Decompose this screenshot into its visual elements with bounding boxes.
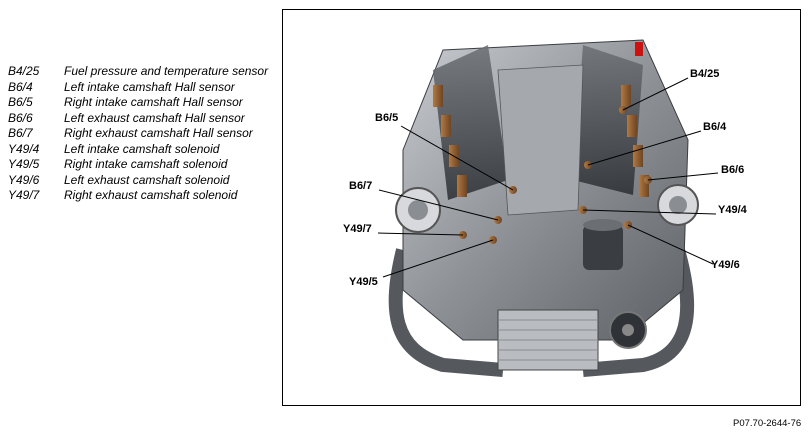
engine-figure: B4/25 B6/5 B6/4 B6/6 B6/7 Y49/4 Y49/7 Y4…	[282, 9, 801, 406]
leader-b6-7	[378, 189, 499, 221]
legend-code: Y49/5	[8, 157, 40, 171]
callout-y49-6: Y49/6	[711, 259, 740, 271]
callout-b6-6: B6/6	[721, 164, 745, 176]
legend-row: B6/5 Right intake camshaft Hall sensor	[8, 95, 269, 111]
legend-row: Y49/6 Left exhaust camshaft solenoid	[8, 173, 269, 189]
figure-id: P07.70-2644-76	[733, 418, 802, 429]
engine-illustration	[377, 39, 719, 377]
legend-description: Right exhaust camshaft solenoid	[64, 188, 238, 202]
legend-code: B6/5	[8, 95, 33, 109]
legend-description: Left intake camshaft solenoid	[64, 141, 220, 156]
legend-row: B6/7 Right exhaust camshaft Hall sensor	[8, 126, 269, 142]
callout-b6-4: B6/4	[703, 121, 727, 133]
right-cylinder-head	[573, 45, 643, 195]
legend-code: B6/6	[8, 110, 33, 125]
legend-code: Y49/6	[8, 172, 40, 187]
legend-description: Left exhaust camshaft Hall sensor	[64, 110, 245, 125]
legend-code: Y49/7	[8, 188, 40, 202]
legend-row: B6/6 Left exhaust camshaft Hall sensor	[8, 111, 269, 127]
legend-row: Y49/7 Right exhaust camshaft solenoid	[8, 188, 269, 204]
leader-y49-4	[582, 209, 717, 215]
oil-filler-cap	[635, 42, 643, 56]
legend-description: Left intake camshaft Hall sensor	[64, 79, 235, 94]
callout-b6-5: B6/5	[375, 112, 399, 124]
callout-y49-7: Y49/7	[343, 223, 372, 235]
right-injector-row	[621, 85, 649, 197]
legend-description: Right exhaust camshaft Hall sensor	[64, 126, 253, 140]
oil-filter	[583, 225, 623, 270]
callout-y49-4: Y49/4	[718, 204, 747, 216]
intake-valley	[497, 64, 584, 216]
leader-y49-7	[377, 232, 464, 236]
callout-b6-7: B6/7	[349, 180, 373, 192]
legend-code: Y49/4	[8, 141, 40, 156]
legend-description: Right intake camshaft solenoid	[64, 157, 228, 171]
legend-code: B6/7	[8, 126, 33, 140]
legend-row: Y49/4 Left intake camshaft solenoid	[8, 142, 269, 158]
leader-b4-25	[622, 77, 689, 111]
leader-b6-6	[647, 172, 719, 181]
legend-row: Y49/5 Right intake camshaft solenoid	[8, 157, 269, 173]
legend-description: Fuel pressure and temperature sensor	[64, 64, 269, 78]
legend-row: B6/4 Left intake camshaft Hall sensor	[8, 80, 269, 96]
legend-code: B4/25	[8, 64, 40, 78]
legend-description: Left exhaust camshaft solenoid	[64, 172, 230, 187]
callout-b4-25: B4/25	[690, 68, 720, 80]
leader-y49-6	[627, 224, 714, 265]
legend-description: Right intake camshaft Hall sensor	[64, 95, 243, 109]
legend-code: B6/4	[8, 79, 33, 94]
legend: B4/25 Fuel pressure and temperature sens…	[8, 64, 269, 204]
leader-b6-4	[587, 130, 702, 166]
callout-y49-5: Y49/5	[349, 276, 378, 288]
leader-b6-5	[400, 125, 514, 191]
legend-row: B4/25 Fuel pressure and temperature sens…	[8, 64, 269, 80]
leader-y49-5	[382, 239, 494, 278]
